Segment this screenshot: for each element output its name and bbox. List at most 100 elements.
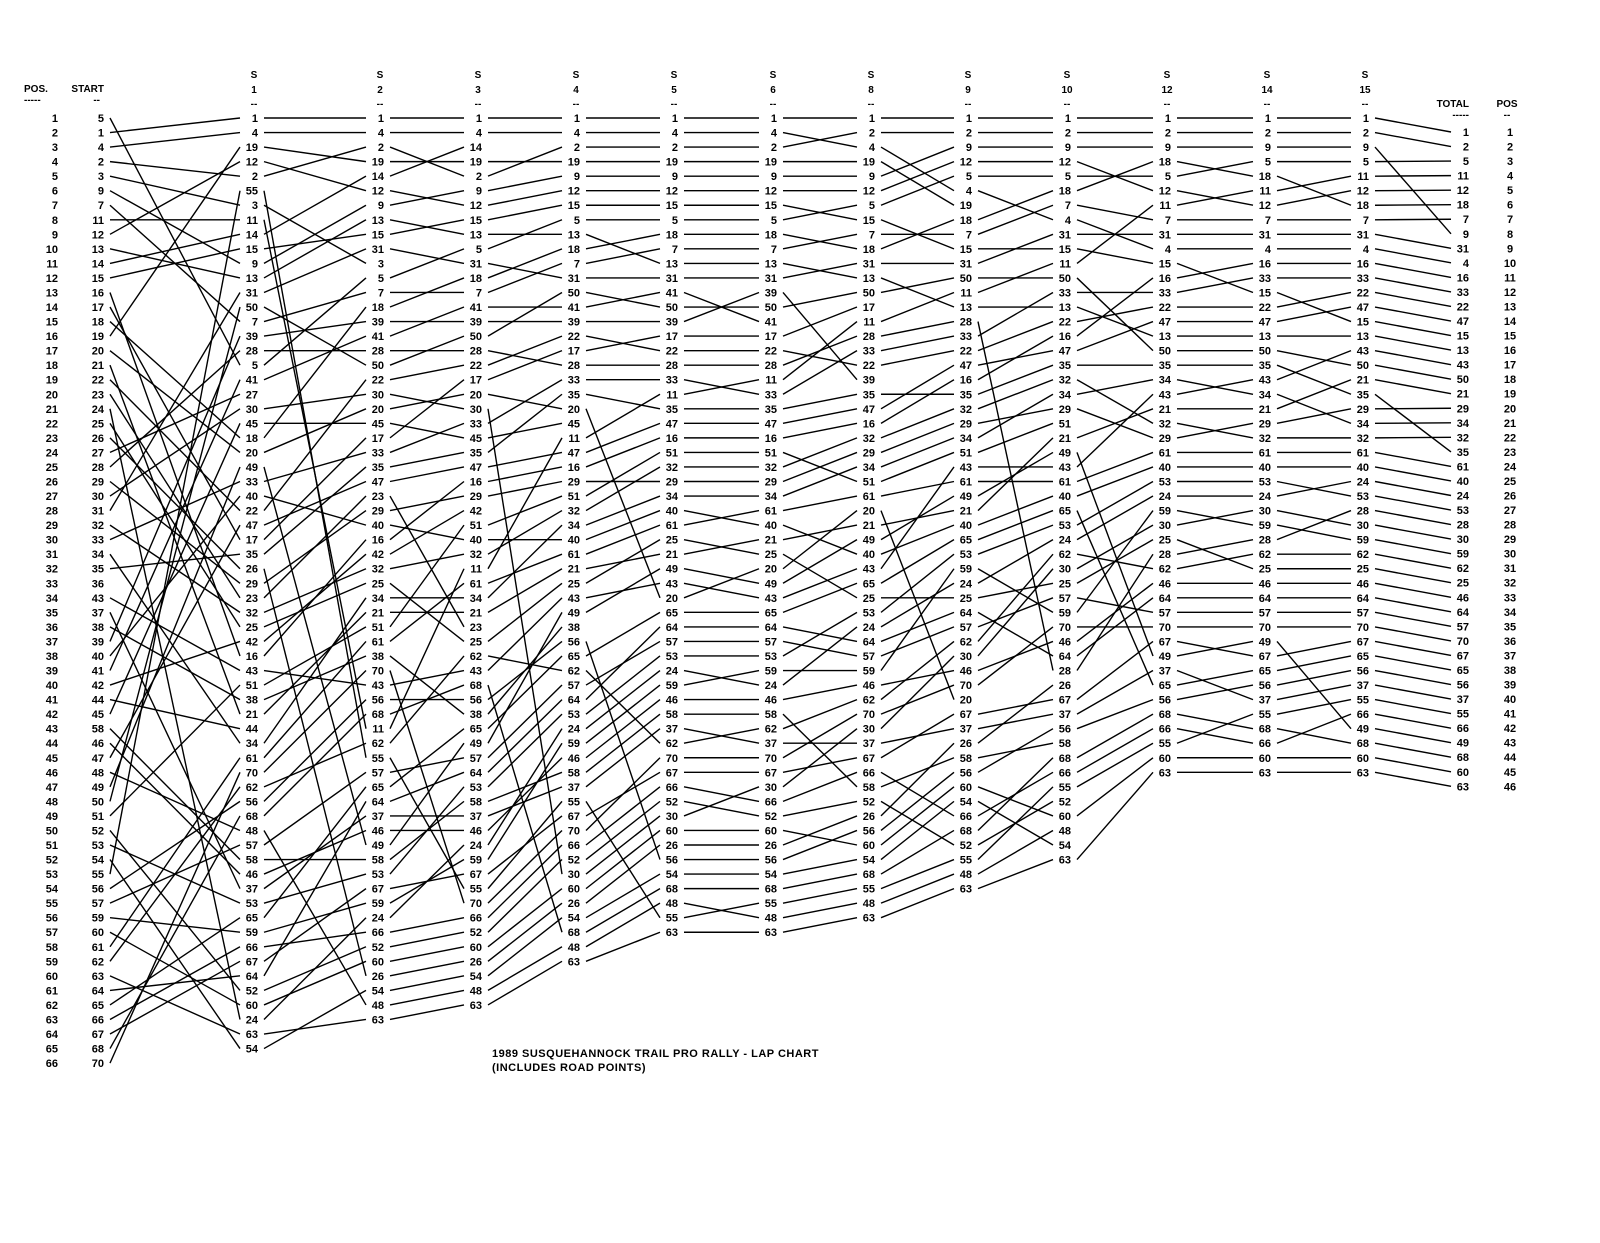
position-link [880, 684, 955, 715]
position-link [683, 379, 760, 395]
position-link [389, 655, 465, 744]
car-label: 60 [1159, 753, 1171, 765]
car-label: 62 [92, 956, 104, 968]
position-link [1076, 379, 1154, 424]
position-link [1276, 175, 1352, 206]
car-label: 60 [863, 840, 875, 852]
position-link [880, 771, 955, 817]
position-link [389, 742, 465, 846]
position-link [782, 262, 858, 279]
car-label: 4 [1265, 244, 1272, 256]
car-label: 9 [252, 258, 258, 270]
car-label: 5 [252, 360, 258, 372]
position-number: 43 [46, 724, 58, 736]
position-link [487, 190, 563, 206]
position-link [1374, 233, 1452, 250]
car-label: 70 [1059, 622, 1071, 634]
car-label: 47 [1159, 317, 1171, 329]
position-link [389, 146, 465, 177]
car-label: 9 [672, 171, 678, 183]
car-label: 46 [1059, 636, 1071, 648]
car-label: 68 [1059, 753, 1071, 765]
car-label: 35 [1259, 360, 1271, 372]
car-label: 22 [470, 360, 482, 372]
car-label: 5 [378, 273, 384, 285]
car-label: 55 [92, 869, 104, 881]
car-label: 56 [960, 767, 972, 779]
car-label: 22 [765, 346, 777, 358]
car-label: 46 [765, 695, 777, 707]
car-label: 13 [1059, 302, 1071, 314]
stage-header-dash: -- [573, 99, 580, 110]
position-link [1076, 160, 1154, 192]
car-label: 15 [1357, 317, 1369, 329]
car-label: 62 [470, 651, 482, 663]
car-label: 5 [1363, 157, 1369, 169]
position-link [782, 204, 858, 221]
car-label: 50 [1457, 374, 1469, 386]
car-label: 28 [246, 346, 258, 358]
car-label: 12 [92, 229, 104, 241]
car-label: 29 [1059, 404, 1071, 416]
car-label: 4 [98, 142, 105, 154]
position-link [1276, 713, 1352, 744]
position-link [880, 379, 955, 424]
car-label: 22 [92, 375, 104, 387]
position-link [683, 568, 760, 584]
car-label: 68 [666, 884, 678, 896]
position-number-right: 11 [1504, 272, 1516, 284]
position-number: 5 [52, 171, 58, 183]
position-link [585, 655, 661, 715]
position-number: 17 [46, 346, 58, 358]
car-label: 4 [771, 128, 778, 140]
car-label: 67 [960, 709, 972, 721]
position-link [109, 161, 241, 235]
position-link [782, 917, 858, 933]
car-label: 40 [246, 491, 258, 503]
car-label: 11 [1457, 171, 1469, 183]
position-link [683, 800, 760, 817]
car-label: 43 [1259, 375, 1271, 387]
car-label: 47 [1059, 346, 1071, 358]
position-link [109, 859, 241, 1049]
position-link [109, 698, 241, 730]
position-link [782, 829, 858, 846]
car-label: 64 [1159, 593, 1172, 605]
car-label: 29 [960, 418, 972, 430]
car-label: 59 [92, 913, 104, 925]
position-link [263, 655, 367, 701]
pos-header-right-dash: -- [1504, 110, 1511, 121]
position-link [1374, 451, 1452, 468]
position-link [585, 539, 661, 584]
car-label: 13 [92, 244, 104, 256]
car-label: 67 [1457, 650, 1469, 662]
car-label: 55 [765, 898, 777, 910]
stage-header-letter: S [671, 70, 678, 81]
car-label: 21 [1059, 433, 1071, 445]
position-link [109, 931, 241, 1006]
car-label: 13 [246, 273, 258, 285]
car-label: 30 [666, 811, 678, 823]
car-label: 54 [470, 971, 483, 983]
car-label: 29 [765, 477, 777, 489]
car-label: 18 [1259, 171, 1271, 183]
position-link [1276, 509, 1352, 526]
car-label: 30 [863, 724, 875, 736]
car-label: 54 [765, 869, 778, 881]
position-link [880, 320, 955, 337]
car-label: 32 [1059, 375, 1071, 387]
position-link [487, 582, 563, 642]
position-link [880, 480, 955, 497]
car-label: 66 [666, 782, 678, 794]
position-link [263, 291, 367, 323]
position-link [109, 917, 241, 933]
position-number: 46 [46, 767, 58, 779]
car-label: 59 [765, 666, 777, 678]
car-label: 9 [98, 186, 104, 198]
car-label: 37 [863, 738, 875, 750]
car-label: 56 [1059, 724, 1071, 736]
car-label: 60 [1357, 753, 1369, 765]
position-link [389, 1004, 465, 1021]
position-link [487, 655, 563, 672]
position-link [487, 175, 563, 192]
